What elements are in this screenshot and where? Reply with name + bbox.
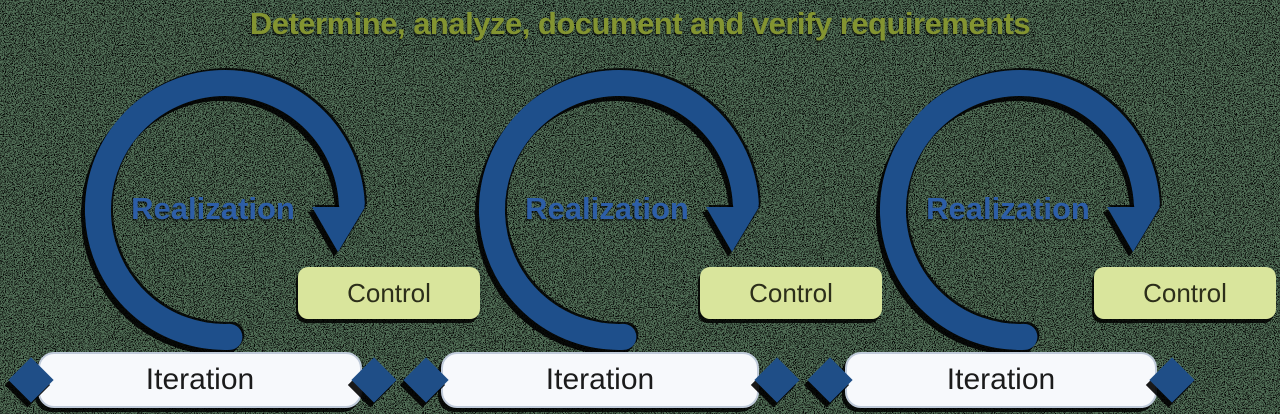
control-label: Control <box>1143 277 1227 308</box>
iteration-bar-1: Iteration <box>38 352 362 408</box>
iteration-bar-3: Iteration <box>845 352 1157 408</box>
diagram-title: Determine, analyze, document and verify … <box>249 6 1031 41</box>
iteration-label: Iteration <box>145 363 255 396</box>
control-box-3: Control <box>1094 267 1276 319</box>
control-label: Control <box>749 277 833 308</box>
iteration-label: Iteration <box>946 363 1056 396</box>
iteration-bar-2: Iteration <box>441 352 759 408</box>
control-box-2: Control <box>700 267 882 319</box>
realization-label-3: Realization <box>926 191 1090 226</box>
clockwise-loop-arrow-icon <box>879 70 1160 350</box>
control-box-1: Control <box>298 267 480 319</box>
control-label: Control <box>347 277 431 308</box>
clockwise-loop-arrow-icon <box>478 70 759 350</box>
iteration-label: Iteration <box>545 363 655 396</box>
clockwise-loop-arrow-icon <box>84 70 365 350</box>
realization-label-1: Realization <box>131 191 295 226</box>
realization-label-2: Realization <box>525 191 689 226</box>
